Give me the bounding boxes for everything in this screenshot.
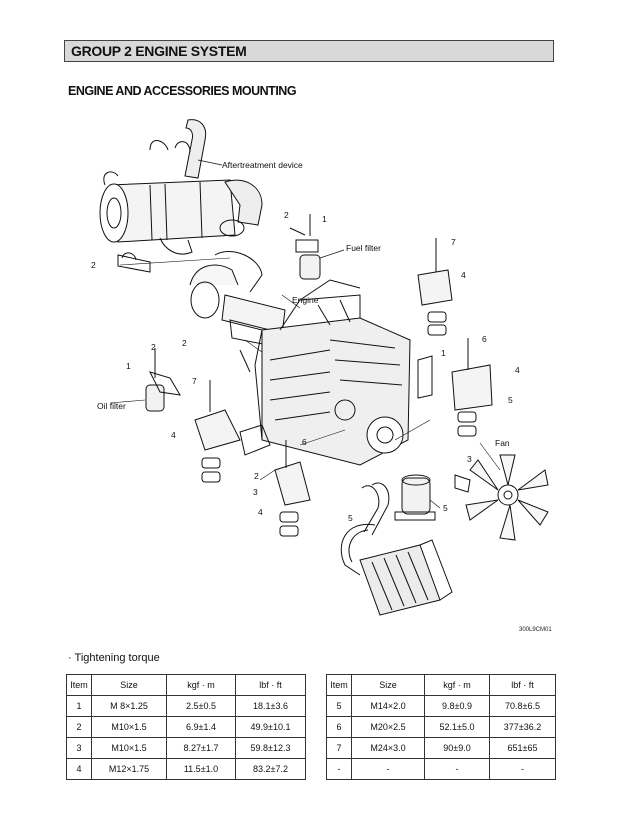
table-row: - - - -: [326, 758, 556, 780]
callout-6: 6: [302, 437, 307, 447]
callout-5: 5: [443, 503, 448, 513]
cell-kgf-m: 9.8±0.9: [424, 695, 490, 717]
callout-1: 1: [126, 361, 131, 371]
cell-kgf-m: 8.27±1.7: [166, 737, 236, 759]
cell-lbf-ft: 59.8±12.3: [235, 737, 306, 759]
table-row: 5 M14×2.0 9.8±0.9 70.8±6.5: [326, 695, 556, 717]
callout-2: 2: [151, 342, 156, 352]
callout-2: 2: [91, 260, 96, 270]
cell-lbf-ft: -: [489, 758, 556, 780]
table-row: 1 M 8×1.25 2.5±0.5 18.1±3.6: [66, 695, 306, 717]
label-engine: Engine: [292, 295, 319, 305]
cell-item: 4: [66, 758, 92, 780]
callout-2: 2: [182, 338, 187, 348]
cell-lbf-ft: 49.9±10.1: [235, 716, 306, 738]
cell-lbf-ft: 651±65: [489, 737, 556, 759]
torque-table-right: Item Size kgf · m lbf · ft 5 M14×2.0 9.8…: [326, 674, 556, 780]
callout-5: 5: [508, 395, 513, 405]
cell-size: M12×1.75: [91, 758, 167, 780]
header-kgf-m: kgf · m: [424, 674, 490, 696]
engine-mounting-diagram: Aftertreatment device Fuel filter Engine…: [91, 119, 549, 616]
cell-size: -: [351, 758, 425, 780]
torque-table-left: Item Size kgf · m lbf · ft 1 M 8×1.25 2.…: [66, 674, 306, 780]
cell-lbf-ft: 18.1±3.6: [235, 695, 306, 717]
table-header-row: Item Size kgf · m lbf · ft: [66, 674, 306, 696]
cooling-fan: [454, 454, 549, 541]
cell-item: 1: [66, 695, 92, 717]
cell-kgf-m: 52.1±5.0: [424, 716, 490, 738]
callout-7: 7: [451, 237, 456, 247]
callout-1: 1: [322, 214, 327, 224]
callout-4: 4: [171, 430, 176, 440]
cell-item: 7: [326, 737, 352, 759]
intercooler: [359, 539, 453, 616]
section-title: ENGINE AND ACCESSORIES MOUNTING: [68, 84, 297, 98]
group-header-bar: GROUP 2 ENGINE SYSTEM: [64, 40, 554, 62]
cell-size: M 8×1.25: [91, 695, 167, 717]
callout-3: 3: [253, 487, 258, 497]
cell-item: 6: [326, 716, 352, 738]
label-aftertreatment: Aftertreatment device: [222, 160, 303, 170]
table-row: 6 M20×2.5 52.1±5.0 377±36.2: [326, 716, 556, 738]
label-fan: Fan: [495, 438, 510, 448]
aftertreatment-device: [99, 119, 263, 273]
callout-2: 2: [254, 471, 259, 481]
fuel-filter: [289, 214, 321, 280]
label-oil-filter: Oil filter: [97, 401, 126, 411]
table-row: 2 M10×1.5 6.9±1.4 49.9±10.1: [66, 716, 306, 738]
header-lbf-ft: lbf · ft: [489, 674, 556, 696]
header-item: Item: [326, 674, 352, 696]
table-row: 4 M12×1.75 11.5±1.0 83.2±7.2: [66, 758, 306, 780]
cell-size: M24×3.0: [351, 737, 425, 759]
cell-item: 2: [66, 716, 92, 738]
table-row: 3 M10×1.5 8.27±1.7 59.8±12.3: [66, 737, 306, 759]
cell-lbf-ft: 377±36.2: [489, 716, 556, 738]
cell-item: 3: [66, 737, 92, 759]
callout-2: 2: [284, 210, 289, 220]
cell-item: 5: [326, 695, 352, 717]
cell-lbf-ft: 83.2±7.2: [235, 758, 306, 780]
callout-7: 7: [192, 376, 197, 386]
callout-3: 3: [467, 454, 472, 464]
cell-item: -: [326, 758, 352, 780]
cell-kgf-m: -: [424, 758, 490, 780]
label-fuel-filter: Fuel filter: [346, 243, 381, 253]
header-size: Size: [351, 674, 425, 696]
figure-code: 300L9CM01: [519, 627, 552, 633]
header-lbf-ft: lbf · ft: [235, 674, 306, 696]
torque-caption: · Tightening torque: [68, 652, 160, 664]
callout-4: 4: [515, 365, 520, 375]
callout-5: 5: [348, 513, 353, 523]
group-title: GROUP 2 ENGINE SYSTEM: [71, 43, 247, 59]
intake-hoses: [340, 474, 436, 576]
callout-1: 1: [441, 348, 446, 358]
header-item: Item: [66, 674, 92, 696]
engine-body: [254, 279, 411, 466]
right-engine-mount: [417, 238, 493, 437]
oil-filter: [145, 348, 181, 412]
callout-4: 4: [258, 507, 263, 517]
left-engine-mount: [194, 380, 311, 537]
cell-size: M20×2.5: [351, 716, 425, 738]
cell-kgf-m: 90±9.0: [424, 737, 490, 759]
header-kgf-m: kgf · m: [166, 674, 236, 696]
table-row: 7 M24×3.0 90±9.0 651±65: [326, 737, 556, 759]
cell-size: M14×2.0: [351, 695, 425, 717]
cell-size: M10×1.5: [91, 737, 167, 759]
cell-kgf-m: 6.9±1.4: [166, 716, 236, 738]
cell-lbf-ft: 70.8±6.5: [489, 695, 556, 717]
cell-size: M10×1.5: [91, 716, 167, 738]
callout-4: 4: [461, 270, 466, 280]
table-header-row: Item Size kgf · m lbf · ft: [326, 674, 556, 696]
cell-kgf-m: 11.5±1.0: [166, 758, 236, 780]
cell-kgf-m: 2.5±0.5: [166, 695, 236, 717]
callout-6: 6: [482, 334, 487, 344]
header-size: Size: [91, 674, 167, 696]
